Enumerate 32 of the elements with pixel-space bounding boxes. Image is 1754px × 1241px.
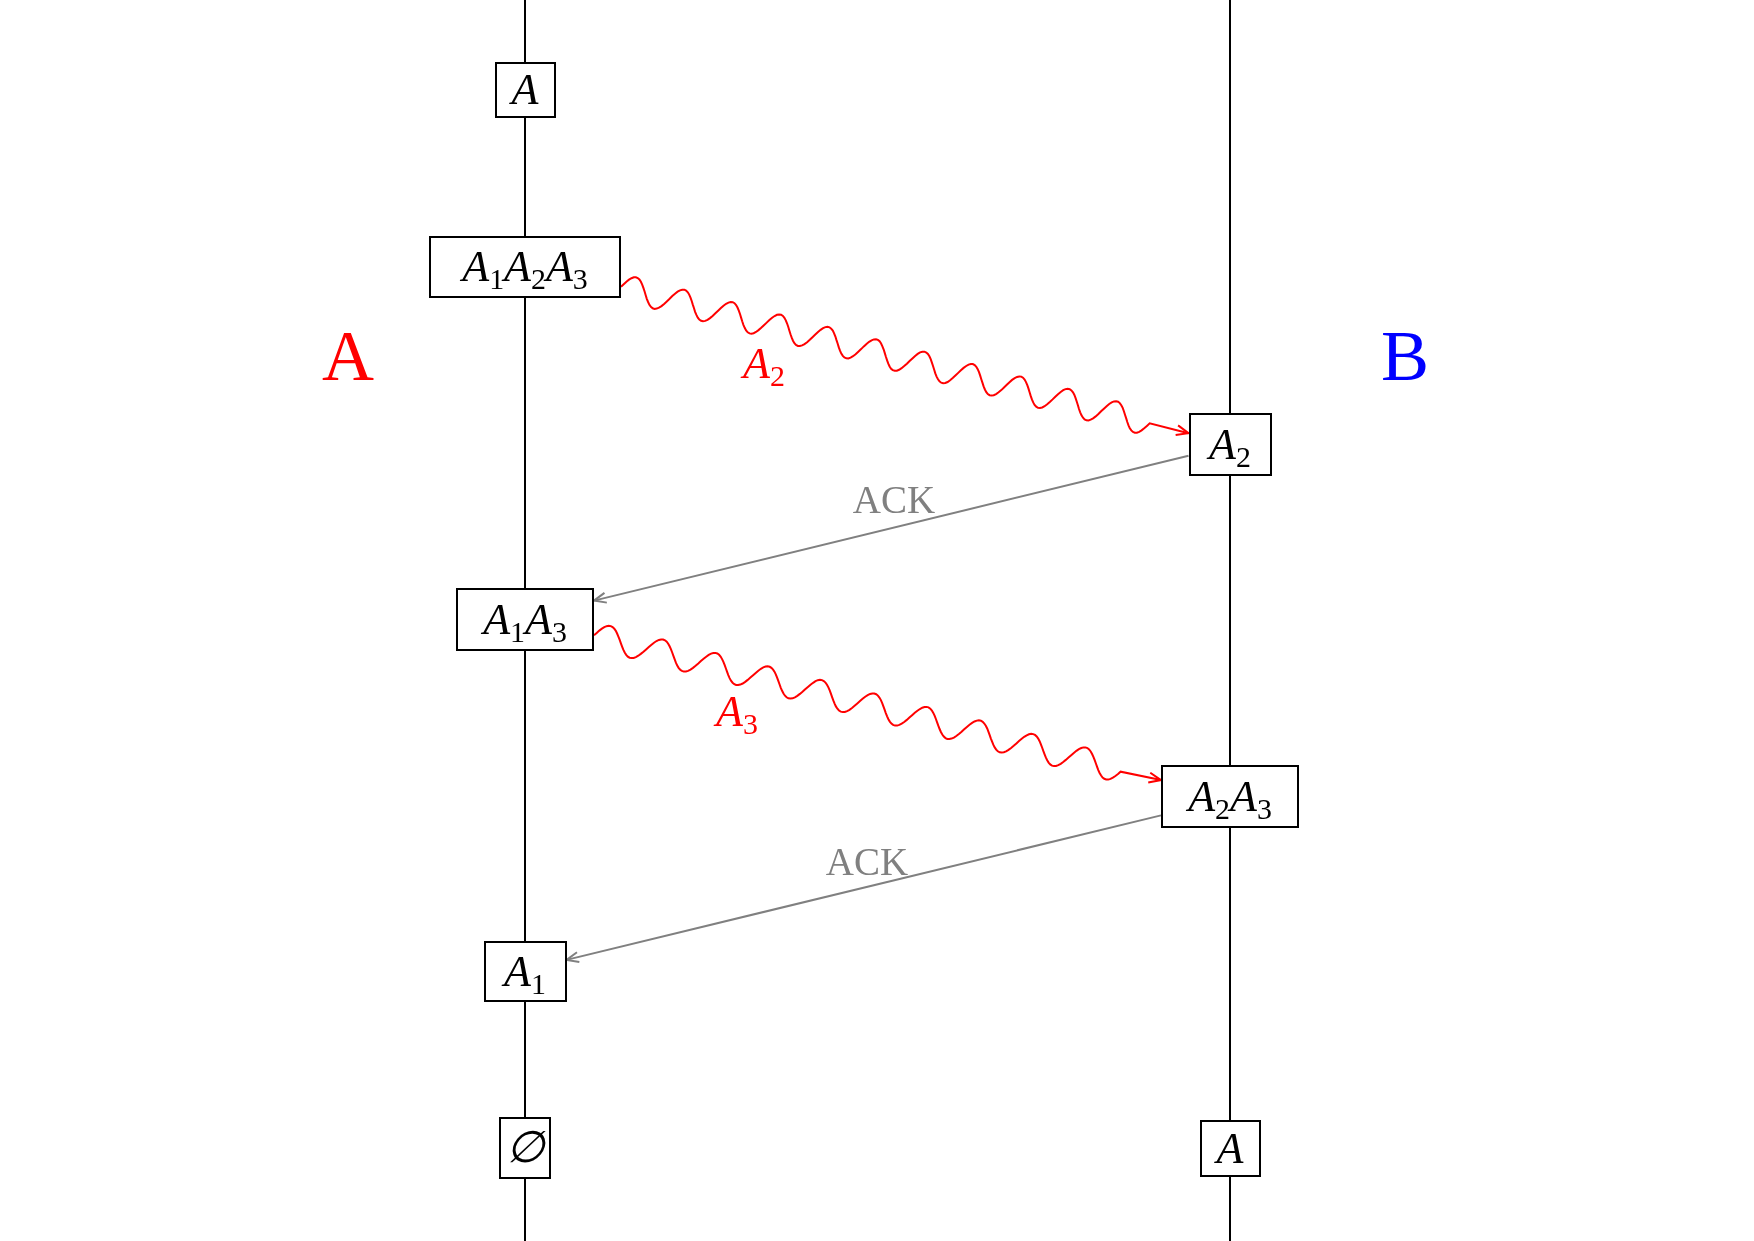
state-box <box>1188 413 1272 476</box>
lifeline <box>524 297 526 589</box>
participant-label: A <box>322 320 374 392</box>
state-box <box>1199 1120 1261 1177</box>
state-label: A <box>511 68 539 112</box>
state-label: A$_{1}$A$_{2}$A$_{3}$ <box>462 245 588 289</box>
state-label: A$_{2}$A$_{3}$ <box>1188 774 1272 819</box>
state-box <box>1161 765 1299 828</box>
state-label: A$_{1}$A$_{3}$ <box>483 597 567 642</box>
lifeline <box>1229 0 1231 414</box>
wavy-arrow <box>620 276 1190 437</box>
arrow <box>565 814 1162 963</box>
state-box <box>494 62 556 118</box>
lifeline <box>1229 827 1231 1121</box>
wavy-arrow <box>593 624 1162 784</box>
lifeline <box>524 1001 526 1118</box>
edge-label: ACK <box>852 479 936 519</box>
state-box <box>456 588 594 651</box>
lifeline <box>1229 1176 1231 1241</box>
lifeline <box>524 0 526 63</box>
lifeline <box>524 1178 526 1241</box>
state-label: ∅ <box>506 1126 544 1170</box>
state-box <box>499 1117 551 1179</box>
lifeline <box>524 650 526 942</box>
lifeline <box>1229 475 1231 766</box>
state-box <box>483 941 567 1002</box>
state-label: A <box>1216 1126 1244 1171</box>
state-box <box>429 236 621 298</box>
participant-label: B <box>1381 320 1429 392</box>
arrow <box>593 454 1190 604</box>
lifeline <box>524 117 526 237</box>
edge-label: ACK <box>825 841 909 881</box>
